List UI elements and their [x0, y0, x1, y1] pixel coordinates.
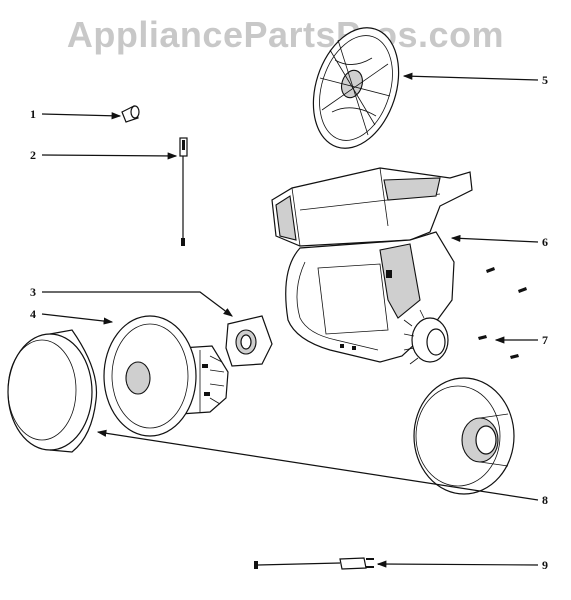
- callout-3: 3: [30, 285, 36, 299]
- callout-4: 4: [30, 307, 36, 321]
- callout-9: 9: [542, 558, 548, 572]
- callout-1: 1: [30, 107, 36, 121]
- part-7-screws: [478, 267, 527, 359]
- part-5-fan-cover: [312, 27, 400, 149]
- part-8-ring: [7, 329, 98, 453]
- callout-7: 7: [542, 333, 548, 347]
- leader-lines: [41, 72, 539, 568]
- watermark: AppliancePartsPros.com: [66, 14, 505, 55]
- callout-8: 8: [542, 493, 548, 507]
- callout-6: 6: [542, 235, 548, 249]
- part-8-wheel: [413, 377, 515, 495]
- callout-2: 2: [30, 148, 36, 162]
- part-1-cap: [121, 105, 140, 123]
- callout-5: 5: [542, 73, 548, 87]
- part-6-housing: [271, 167, 473, 365]
- part-3-bracket: [225, 315, 273, 367]
- part-9-cord: [254, 557, 374, 570]
- part-2-switch: [179, 137, 188, 246]
- part-4-motor: [103, 315, 229, 437]
